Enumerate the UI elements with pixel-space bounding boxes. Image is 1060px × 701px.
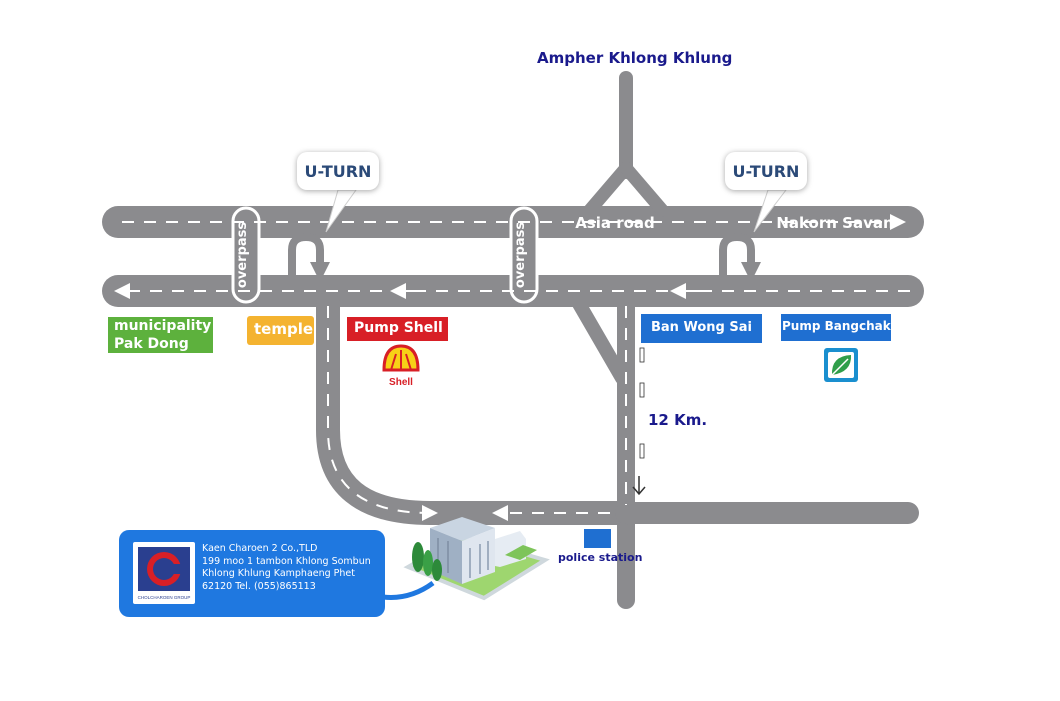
police-station-marker — [584, 529, 611, 548]
police-station-label: police station — [558, 551, 643, 564]
shell-logo-text: Shell — [389, 377, 413, 388]
u-turn-bubble-right: U-TURN — [725, 152, 807, 190]
temple-label: temple — [254, 320, 314, 338]
asia-road-label: Asia road — [575, 214, 655, 232]
company-address-line3: 62120 Tel. (055)865113 — [202, 580, 316, 592]
u-turn-label-left: U-TURN — [304, 161, 372, 181]
municipality-box — [108, 317, 213, 353]
pump-shell-label: Pump Shell — [354, 320, 443, 336]
overpass-middle — [509, 206, 539, 304]
nakorn-savan-label: Nakorn Savan — [776, 214, 893, 232]
pump-bangchak-label: Pump Bangchak — [782, 319, 891, 333]
road-mark — [639, 382, 645, 398]
u-turn-label-right: U-TURN — [732, 161, 800, 181]
u-turn-bubble-tail-left — [325, 189, 357, 233]
destination-title: Ampher Khlong Khlung — [537, 49, 733, 67]
company-address: Kaen Charoen 2 Co.,TLD 199 moo 1 tambon … — [202, 543, 371, 593]
company-address-line2: Khlong Khlung Kamphaeng Phet — [202, 568, 356, 580]
diagonal-branch — [571, 295, 629, 385]
u-turn-arrow-left — [288, 232, 324, 275]
road-mark — [639, 347, 645, 363]
overpass-label-middle: overpass — [513, 222, 528, 288]
company-building-icon — [403, 517, 550, 601]
pump-bangchak-box — [781, 314, 891, 341]
overpass-label-left: overpass — [235, 222, 250, 288]
municipality-label: municipality Pak Dong — [114, 317, 211, 353]
company-pointer — [382, 580, 435, 600]
u-turn-arrowhead-right — [741, 262, 761, 282]
down-arrow-icon — [632, 476, 646, 496]
bangchak-logo-icon — [824, 348, 858, 382]
company-logo-icon — [138, 547, 190, 591]
road-mark — [639, 443, 645, 459]
temple-box — [247, 316, 314, 345]
lane-marking-curve — [327, 306, 438, 521]
company-address-line1: 199 moo 1 tambon Khlong Sombun — [202, 555, 371, 567]
pump-shell-box — [347, 317, 448, 341]
municipality-label-line2: Pak Dong — [114, 336, 189, 352]
company-name: Kaen Charoen 2 Co.,TLD — [202, 543, 318, 554]
ban-wong-sai-box — [641, 314, 762, 343]
fork-left — [583, 161, 633, 217]
overpass-left — [231, 206, 261, 304]
distance-label: 12 Km. — [648, 411, 708, 429]
u-turn-arrowhead-left — [310, 262, 330, 282]
company-logo-caption: CHOLCHAROEN GROUP — [138, 595, 191, 600]
u-turn-bubble-tail-right — [753, 189, 788, 233]
u-turn-bubble-left: U-TURN — [297, 152, 379, 190]
fork-right — [619, 161, 669, 217]
u-turn-arrow-right — [719, 232, 755, 275]
municipality-label-line1: municipality — [114, 318, 212, 334]
ban-wong-sai-label: Ban Wong Sai — [651, 320, 752, 335]
shell-logo-icon — [382, 344, 420, 372]
